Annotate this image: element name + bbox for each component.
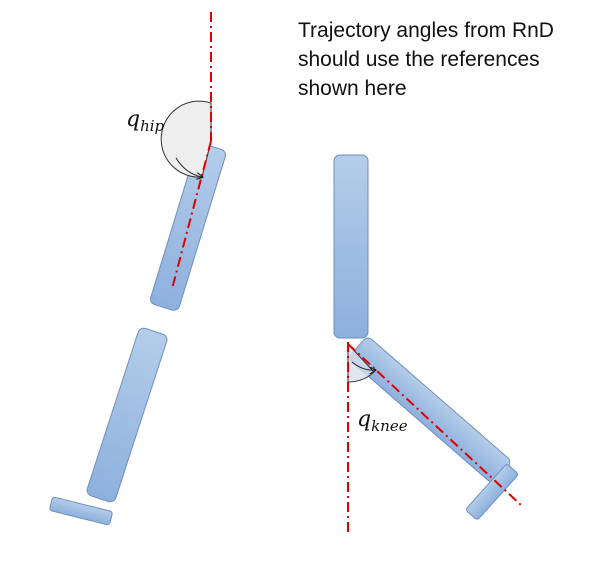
left-foot-segment <box>49 496 113 526</box>
hip-angle-arrow <box>175 157 202 177</box>
knee-angle-label: qknee <box>357 407 408 435</box>
note-line-2: should use the references <box>298 48 540 71</box>
hip-angle-label: qhip <box>126 107 165 135</box>
note-line-1: Trajectory angles from RnD <box>298 19 554 42</box>
right-thigh-segment <box>333 154 369 339</box>
reference-note-text: Trajectory angles from RnD should use th… <box>298 16 583 103</box>
hip-angle-arc <box>160 100 212 178</box>
right-shank-segment <box>349 337 511 483</box>
knee-angle-arrow <box>351 361 375 370</box>
right-foot-segment <box>466 464 518 520</box>
thigh-axis-line <box>171 140 212 290</box>
left-shank-segment <box>86 327 168 503</box>
note-line-3: shown here <box>298 77 407 100</box>
